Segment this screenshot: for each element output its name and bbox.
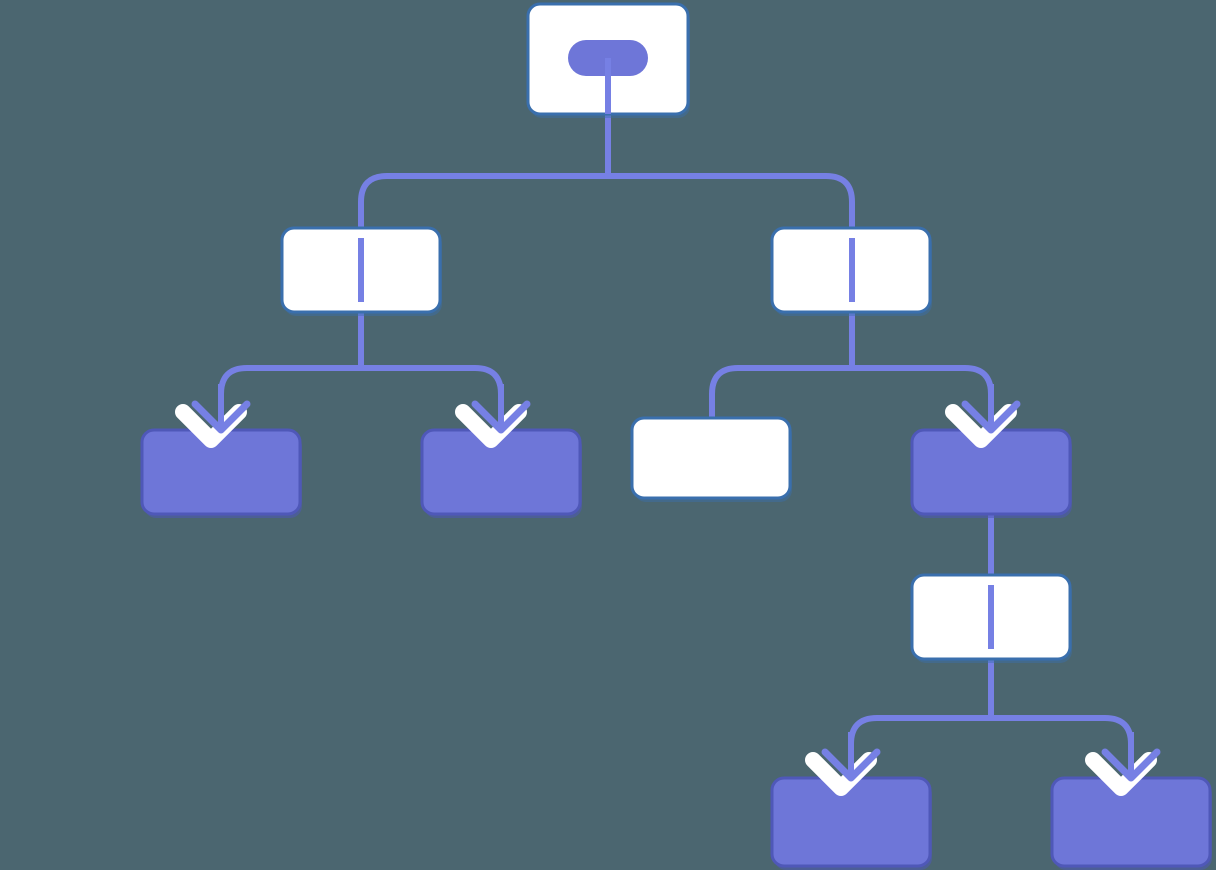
node-n4[interactable] — [420, 428, 582, 518]
arrowhead-e7 — [805, 732, 881, 796]
edge-overline-layer — [358, 58, 994, 649]
node-body[interactable] — [630, 416, 792, 500]
edge-e0 — [358, 114, 611, 312]
node-body[interactable] — [420, 428, 582, 516]
node-n5[interactable] — [630, 416, 792, 502]
node-body[interactable] — [770, 776, 932, 868]
node-n6[interactable] — [910, 428, 1072, 518]
arrowhead-e3 — [455, 384, 531, 448]
node-n9[interactable] — [1050, 776, 1212, 870]
arrowhead-e2 — [175, 384, 251, 448]
node-n3[interactable] — [140, 428, 302, 518]
arrowhead-layer — [175, 384, 1161, 796]
node-body[interactable] — [140, 428, 302, 516]
edge-e1 — [605, 114, 855, 312]
node-layer — [140, 2, 1212, 870]
node-n8[interactable] — [770, 776, 932, 870]
arrowhead-e8 — [1085, 732, 1161, 796]
node-body[interactable] — [910, 428, 1072, 516]
arrowhead-e5 — [945, 384, 1021, 448]
node-body[interactable] — [1050, 776, 1212, 868]
edge-e4 — [709, 312, 855, 418]
